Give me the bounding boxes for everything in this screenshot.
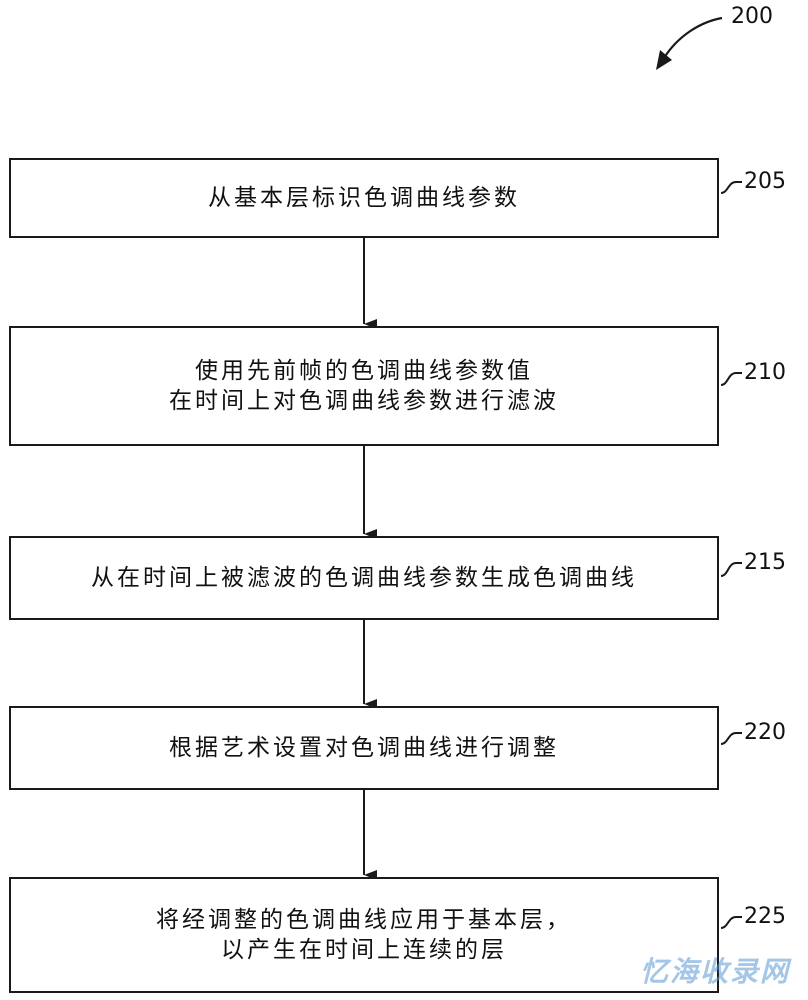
ref-leader-225 bbox=[720, 916, 742, 929]
ref-leader-220 bbox=[720, 732, 742, 745]
ref-leader-215 bbox=[720, 562, 742, 577]
step-text: 以产生在时间上连续的层 bbox=[221, 937, 507, 963]
ref-label-215: 215 bbox=[744, 550, 786, 575]
step-text: 从在时间上被滤波的色调曲线参数生成色调曲线 bbox=[91, 565, 637, 591]
step-text: 在时间上对色调曲线参数进行滤波 bbox=[169, 388, 559, 414]
step-box-215: 从在时间上被滤波的色调曲线参数生成色调曲线 bbox=[9, 536, 719, 620]
watermark: 忆海收录网 bbox=[639, 955, 790, 988]
ref-label-205: 205 bbox=[744, 169, 786, 194]
figure-number: 200 bbox=[731, 4, 773, 29]
step-text: 根据艺术设置对色调曲线进行调整 bbox=[169, 735, 559, 761]
step-text: 从基本层标识色调曲线参数 bbox=[208, 185, 520, 211]
ref-label-220: 220 bbox=[744, 720, 786, 745]
ref-label-210: 210 bbox=[744, 360, 786, 385]
step-text: 将经调整的色调曲线应用于基本层， bbox=[156, 907, 572, 933]
step-box-225: 将经调整的色调曲线应用于基本层， 以产生在时间上连续的层 bbox=[9, 877, 719, 993]
step-box-205: 从基本层标识色调曲线参数 bbox=[9, 158, 719, 238]
step-text: 使用先前帧的色调曲线参数值 bbox=[195, 358, 533, 384]
ref-leader-205 bbox=[720, 181, 742, 194]
figure-pointer-arrowhead bbox=[656, 50, 672, 70]
step-box-210: 使用先前帧的色调曲线参数值 在时间上对色调曲线参数进行滤波 bbox=[9, 326, 719, 446]
ref-leader-210 bbox=[720, 372, 742, 386]
step-box-220: 根据艺术设置对色调曲线进行调整 bbox=[9, 706, 719, 790]
ref-label-225: 225 bbox=[744, 904, 786, 929]
figure-pointer-arrow bbox=[663, 16, 723, 59]
